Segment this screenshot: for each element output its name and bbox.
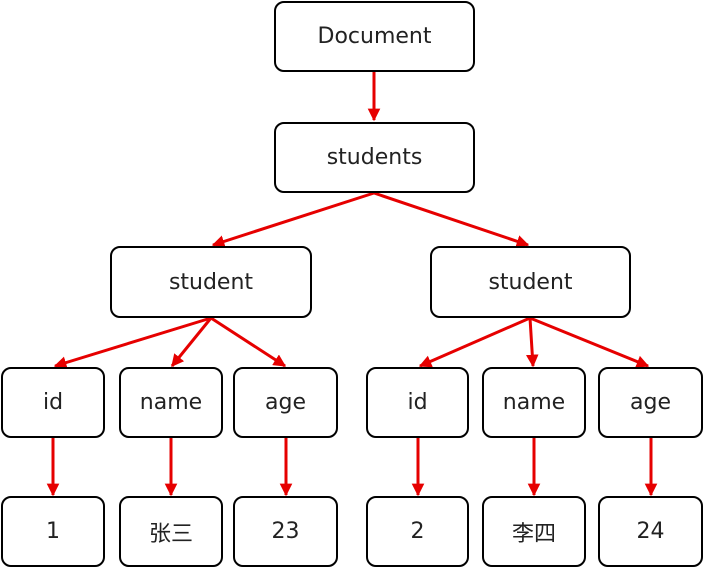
arrow-student-2-to-name (526, 317, 539, 368)
node-student-1: student (110, 246, 312, 318)
node-value-name-2: 李四 (482, 496, 586, 567)
node-field-age-1: age (233, 367, 338, 438)
arrow-students-to-student-2 (373, 191, 530, 248)
arrow-student-1-to-id (53, 316, 212, 369)
node-field-id-2: id (366, 367, 469, 438)
arrow-student-1-to-name (170, 317, 213, 367)
node-field-name-2: name (482, 367, 586, 438)
node-students: students (274, 122, 475, 193)
node-field-age-2: age (598, 367, 703, 438)
node-value-id-1: 1 (1, 496, 105, 567)
node-value-name-1: 张三 (119, 496, 223, 567)
node-field-name-1: name (119, 367, 223, 438)
arrow-student-2-to-id (418, 316, 531, 368)
node-value-age-1: 23 (233, 496, 338, 567)
node-value-age-2: 24 (598, 496, 703, 567)
arrow-students-to-student-1 (211, 191, 375, 248)
node-student-2: student (430, 246, 631, 318)
arrow-student-2-to-age (529, 316, 650, 368)
arrow-student-1-to-age (210, 316, 287, 368)
node-field-id-1: id (1, 367, 105, 438)
node-document: Document (274, 1, 475, 72)
node-value-id-2: 2 (366, 496, 469, 567)
